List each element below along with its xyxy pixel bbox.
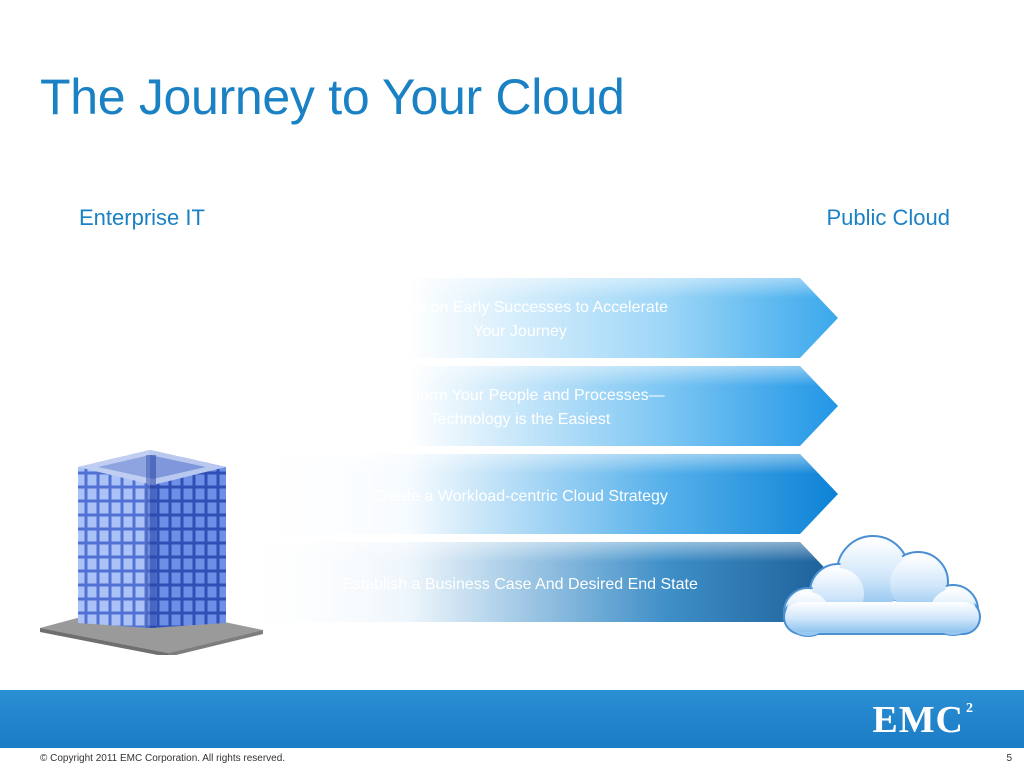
copyright-text: © Copyright 2011 EMC Corporation. All ri… xyxy=(40,753,286,764)
enterprise-it-label: Enterprise IT xyxy=(79,205,205,230)
step-arrow-1 xyxy=(225,278,838,358)
step-arrow-4 xyxy=(225,542,838,622)
cloud-icon xyxy=(783,535,981,637)
step-1-text: Expand on Early Successes to Accelerate … xyxy=(371,299,669,340)
step-arrow-2 xyxy=(225,366,838,446)
public-cloud-label: Public Cloud xyxy=(826,205,950,230)
step-4-text: Establish a Business Case And Desired En… xyxy=(342,576,698,593)
office-building-icon xyxy=(40,450,263,655)
step-3-text: Create a Workload-centric Cloud Strategy xyxy=(372,488,668,505)
slide-title: The Journey to Your Cloud xyxy=(40,69,625,125)
step-arrow-3 xyxy=(225,454,838,534)
page-number: 5 xyxy=(1006,753,1012,764)
step-2-text: Transform Your People and Processes— Tec… xyxy=(375,387,665,428)
